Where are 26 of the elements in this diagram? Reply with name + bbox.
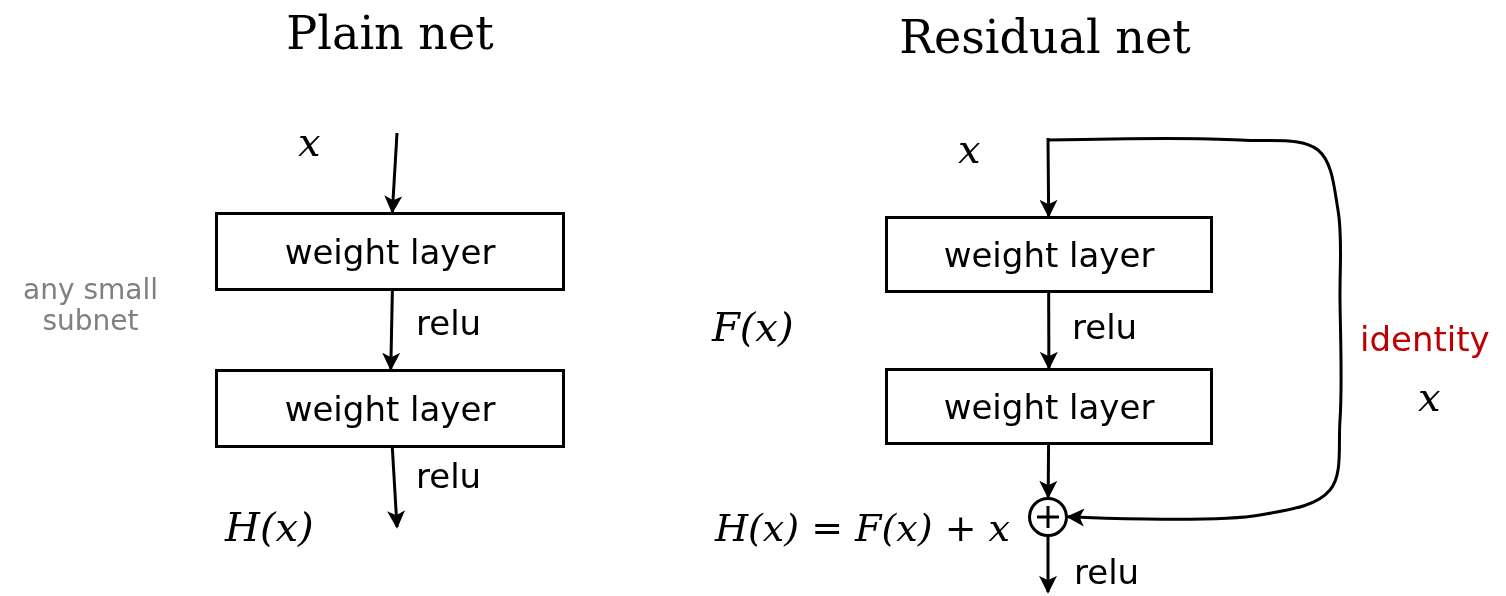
- arrow: [1039, 293, 1058, 370]
- edge-label: identity: [1360, 322, 1490, 356]
- layer-label: weight layer: [943, 234, 1155, 275]
- layer-box: [885, 216, 1213, 293]
- arrow: [382, 290, 401, 371]
- layer-label: weight layer: [943, 386, 1155, 427]
- skip-connection-arrow: [1047, 137, 1343, 527]
- arrow: [1039, 138, 1058, 218]
- math-equation: H(x) = F(x) + x: [713, 508, 1010, 550]
- layer-box: [885, 368, 1213, 445]
- math-variable: x: [298, 120, 321, 164]
- annotation-text: any small subnet: [22, 275, 159, 337]
- layer-label: weight layer: [284, 231, 496, 272]
- arrow: [1039, 445, 1058, 499]
- arrow: [1039, 537, 1057, 594]
- arrow: [384, 132, 403, 214]
- math-expression: H(x): [225, 505, 314, 549]
- math-expression: F(x): [712, 305, 794, 349]
- layer-box: [215, 212, 565, 291]
- arrow: [387, 447, 406, 529]
- diagram-heading: Plain net: [285, 8, 495, 59]
- layer-label: weight layer: [284, 388, 496, 429]
- math-variable: x: [958, 127, 981, 171]
- math-variable: x: [1418, 375, 1441, 419]
- layer-box: [215, 369, 565, 448]
- diagram-heading: Residual net: [898, 12, 1192, 63]
